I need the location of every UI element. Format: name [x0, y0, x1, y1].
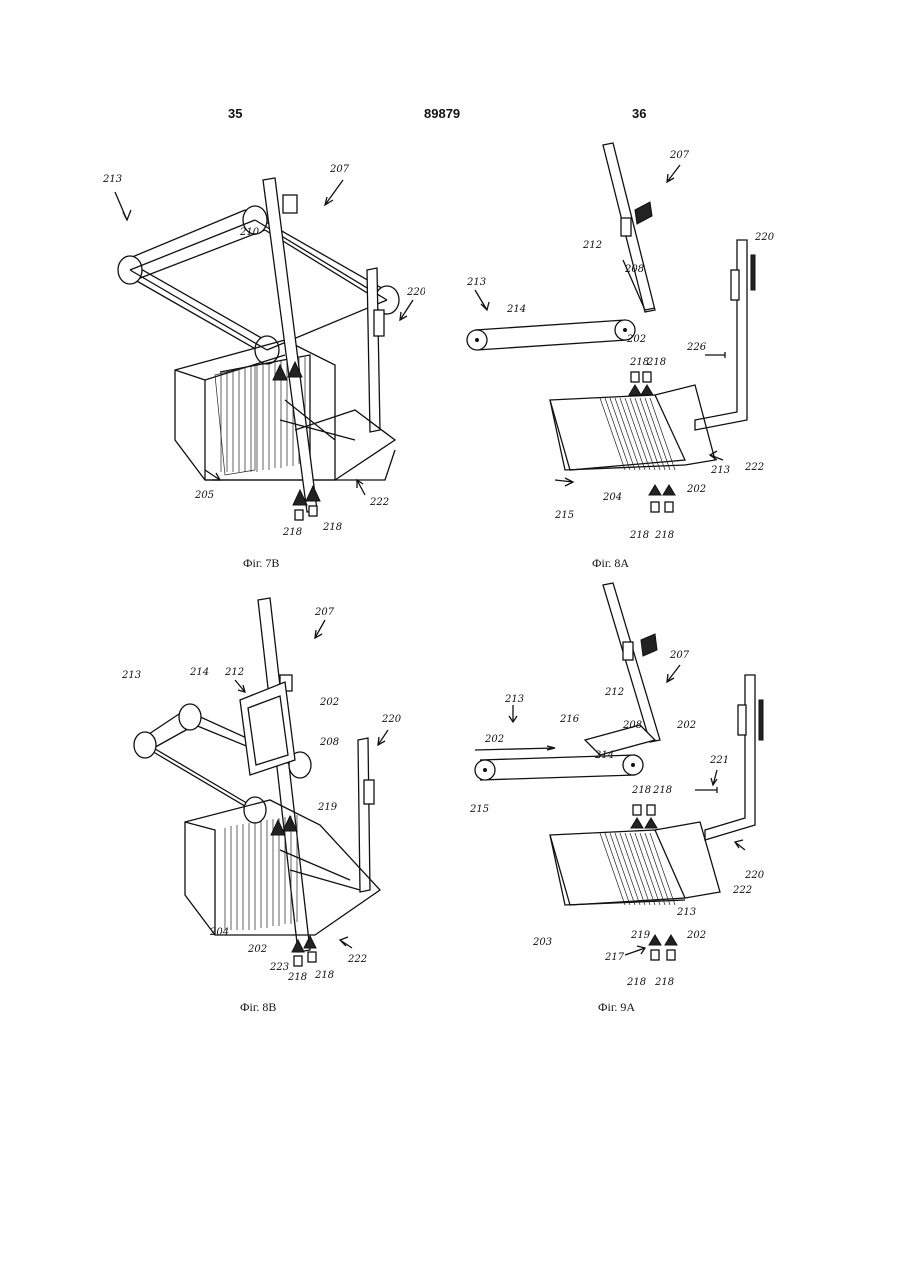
label-205: 205	[194, 490, 214, 501]
label-207: 207	[329, 164, 350, 175]
label-222: 222	[369, 497, 389, 508]
figure-7b-drawing: 213 207 210 220 205 218 218 222	[95, 150, 425, 550]
label-208: 208	[319, 737, 339, 748]
label-202-bottom: 202	[686, 930, 706, 941]
label-212: 212	[224, 667, 244, 678]
label-202-bottom: 202	[247, 944, 267, 955]
figure-8b-caption: Фіг. 8B	[240, 1000, 276, 1015]
figure-7b-caption: Фіг. 7B	[243, 556, 279, 571]
stack-housing	[550, 822, 720, 905]
label-215: 215	[554, 510, 574, 521]
label-219: 219	[317, 802, 338, 813]
label-204: 204	[209, 927, 229, 938]
suction-cups	[629, 372, 675, 512]
label-223: 223	[269, 962, 289, 973]
label-221: 221	[709, 755, 729, 766]
conveyor-belt	[475, 746, 643, 780]
label-218-b: 218	[652, 785, 672, 796]
label-218-a: 218	[287, 972, 307, 983]
label-218-c: 218	[626, 977, 646, 988]
figure-8a-caption: Фіг. 8A	[592, 556, 629, 571]
stack-housing	[550, 385, 715, 470]
figure-9a-drawing: 207 212 213 216 208 202 202 214 215 221 …	[455, 580, 795, 1000]
label-218-a: 218	[631, 785, 651, 796]
label-202-left: 202	[484, 734, 504, 745]
label-208: 208	[622, 720, 642, 731]
stack-housing	[175, 340, 395, 480]
label-214: 214	[594, 750, 614, 761]
label-217: 217	[604, 952, 625, 963]
label-222: 222	[744, 462, 764, 473]
frame	[695, 240, 755, 430]
label-220: 220	[381, 714, 402, 725]
conveyor-belt	[467, 320, 635, 350]
label-222: 222	[347, 954, 367, 965]
label-218-b: 218	[314, 970, 334, 981]
label-203: 203	[532, 937, 552, 948]
label-213-top: 213	[504, 694, 524, 705]
label-208: 208	[624, 264, 644, 275]
picked-plate	[240, 682, 295, 775]
label-207: 207	[669, 150, 690, 161]
label-226: 226	[686, 342, 707, 353]
label-222: 222	[732, 885, 752, 896]
label-213: 213	[102, 174, 122, 185]
label-202-right: 202	[676, 720, 696, 731]
label-207: 207	[669, 650, 690, 661]
label-213: 213	[121, 670, 141, 681]
label-220: 220	[406, 287, 425, 298]
figure-8b-drawing: 207 213 214 212 202 208 220 219 204 202 …	[120, 590, 430, 990]
label-202-top: 202	[626, 334, 646, 345]
label-215: 215	[469, 804, 489, 815]
label-210: 210	[239, 227, 260, 238]
label-202-top: 202	[319, 697, 339, 708]
label-202-bottom: 202	[686, 484, 706, 495]
figure-8a-drawing: 207 212 208 220 213 214 202 218 218 226 …	[455, 140, 795, 550]
label-219: 219	[630, 930, 651, 941]
label-213-bottom: 213	[676, 907, 696, 918]
label-212: 212	[604, 687, 624, 698]
label-218-b: 218	[322, 522, 342, 533]
pick-arm	[603, 143, 655, 312]
patent-number: 89879	[424, 106, 460, 121]
label-212: 212	[582, 240, 602, 251]
label-204: 204	[602, 492, 622, 503]
label-220: 220	[754, 232, 775, 243]
label-220: 220	[744, 870, 765, 881]
label-218-d: 218	[654, 530, 674, 541]
right-page-number: 36	[632, 106, 646, 121]
label-214: 214	[189, 667, 209, 678]
label-218-a: 218	[282, 527, 302, 538]
label-218-b: 218	[646, 357, 666, 368]
figure-9a-caption: Фіг. 9A	[598, 1000, 635, 1015]
label-213-top: 213	[466, 277, 486, 288]
label-218-d: 218	[654, 977, 674, 988]
left-page-number: 35	[228, 106, 242, 121]
label-218-c: 218	[629, 530, 649, 541]
label-207: 207	[314, 607, 335, 618]
label-213-bottom: 213	[710, 465, 730, 476]
label-214: 214	[506, 304, 526, 315]
label-216: 216	[559, 714, 580, 725]
